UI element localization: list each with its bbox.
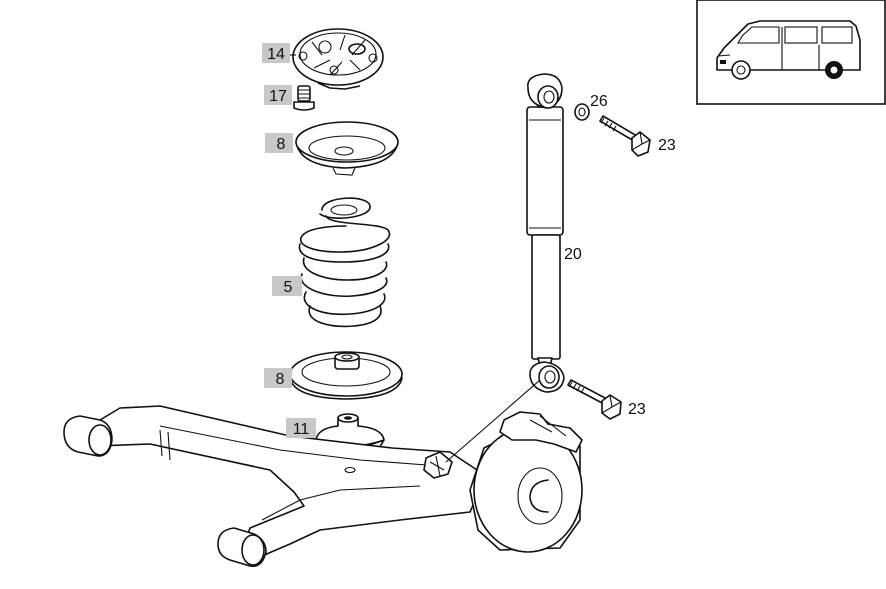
top-mount-plate <box>292 28 384 90</box>
callout-14: 14 <box>262 43 296 63</box>
callout-26: 26 <box>590 93 608 110</box>
upper-spring-seat <box>295 121 399 176</box>
wheel-hub <box>469 411 583 553</box>
svg-text:23: 23 <box>658 137 676 154</box>
coil-spring <box>298 197 391 328</box>
rear-axle-beam <box>63 405 487 568</box>
callout-8-lower: 8 <box>264 368 292 388</box>
van-side-view-icon <box>716 20 861 80</box>
callout-11: 11 <box>286 418 316 438</box>
callout-8-upper: 8 <box>265 133 293 153</box>
svg-text:5: 5 <box>284 279 293 296</box>
svg-text:20: 20 <box>564 246 582 263</box>
callout-23-upper: 23 <box>658 137 676 154</box>
callout-23-lower: 23 <box>628 401 646 418</box>
shock-absorber <box>526 73 565 393</box>
svg-text:8: 8 <box>277 136 286 153</box>
svg-text:14: 14 <box>267 46 285 63</box>
svg-text:8: 8 <box>276 371 285 388</box>
mount-bolt <box>293 85 315 111</box>
callout-17: 17 <box>264 85 292 105</box>
leader-line <box>445 379 541 463</box>
svg-text:26: 26 <box>590 93 608 110</box>
svg-text:17: 17 <box>269 88 287 105</box>
upper-shock-bolt <box>599 115 651 157</box>
washer <box>574 103 590 121</box>
callout-5: 5 <box>272 276 302 296</box>
lower-shock-bolt <box>567 379 622 420</box>
svg-text:23: 23 <box>628 401 646 418</box>
lower-spring-seat <box>289 351 403 400</box>
vehicle-inset <box>696 0 886 105</box>
svg-text:11: 11 <box>293 421 310 438</box>
callout-20: 20 <box>564 246 582 263</box>
